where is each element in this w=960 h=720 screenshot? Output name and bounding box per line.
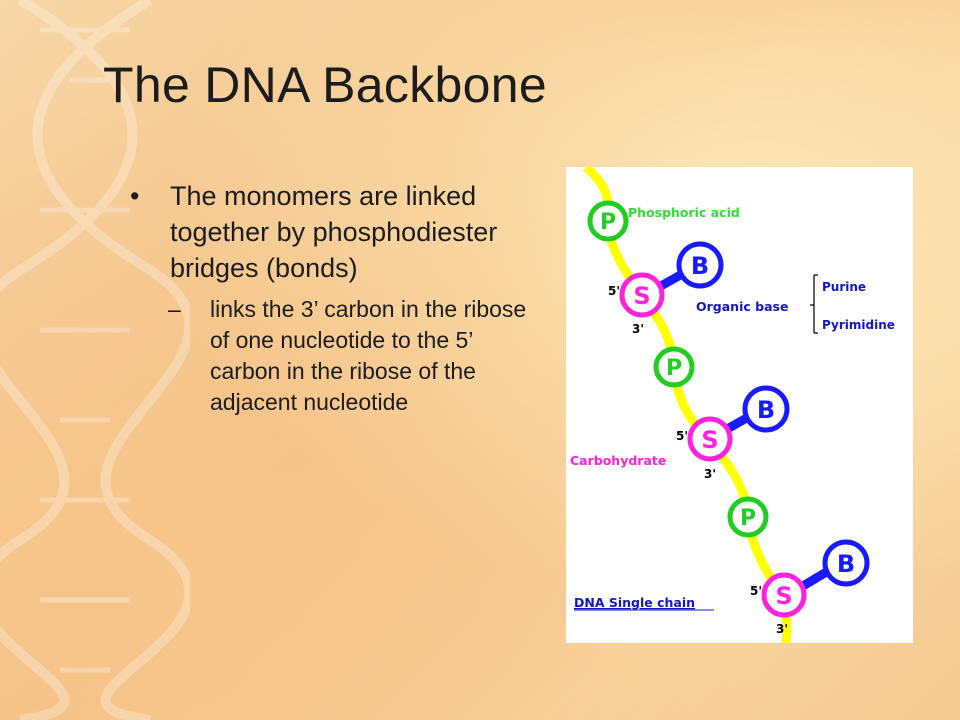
sub-bullet-item: – links the 3’ carbon in the ribose of o…: [168, 294, 530, 418]
five-prime-label-3: 5': [750, 584, 762, 598]
three-prime-label-1: 3': [632, 322, 644, 336]
slide-body: • The monomers are linked together by ph…: [130, 178, 550, 418]
phosphate-circle-1: P: [587, 200, 629, 242]
dna-single-chain-label: DNA Single chain: [574, 595, 695, 610]
svg-text:B: B: [837, 550, 855, 578]
sugar-circle-2: S: [687, 416, 733, 462]
svg-text:P: P: [740, 506, 756, 531]
five-prime-label-2: 5': [676, 429, 688, 443]
sugar-circle-3: S: [761, 572, 807, 618]
svg-text:S: S: [633, 282, 650, 310]
five-prime-label-1: 5': [608, 284, 620, 298]
svg-text:B: B: [691, 252, 709, 280]
svg-text:B: B: [757, 396, 775, 424]
carbohydrate-label: Carbohydrate: [570, 453, 666, 468]
svg-text:P: P: [666, 356, 682, 381]
base-circle-3: B: [822, 539, 870, 587]
sub-bullet-text: links the 3’ carbon in the ribose of one…: [210, 296, 527, 415]
sub-bullet-mark: –: [168, 296, 181, 322]
phosphoric-acid-label: Phosphoric acid: [628, 205, 740, 220]
three-prime-label-2: 3': [704, 467, 716, 481]
pyrimidine-label: Pyrimidine: [822, 318, 895, 332]
svg-text:S: S: [701, 426, 718, 454]
sugar-circle-1: S: [619, 272, 665, 318]
organic-base-label: Organic base: [696, 299, 788, 314]
three-prime-label-3: 3': [776, 622, 788, 636]
dna-diagram-svg: P S B P S: [570, 167, 895, 643]
dna-helix-watermark-icon: [0, 0, 190, 720]
base-circle-1: B: [676, 241, 724, 289]
phosphate-circle-2: P: [653, 346, 695, 388]
base-circle-2: B: [742, 385, 790, 433]
purine-label: Purine: [822, 280, 866, 294]
svg-text:P: P: [600, 210, 616, 235]
bullet-mark: •: [130, 181, 140, 211]
dna-diagram: P S B P S: [566, 167, 913, 643]
phosphate-circle-3: P: [727, 496, 769, 538]
bullet-text: The monomers are linked together by phos…: [170, 181, 498, 283]
bullet-item: • The monomers are linked together by ph…: [130, 178, 550, 286]
svg-text:S: S: [775, 582, 792, 610]
slide-title: The DNA Backbone: [103, 57, 547, 113]
